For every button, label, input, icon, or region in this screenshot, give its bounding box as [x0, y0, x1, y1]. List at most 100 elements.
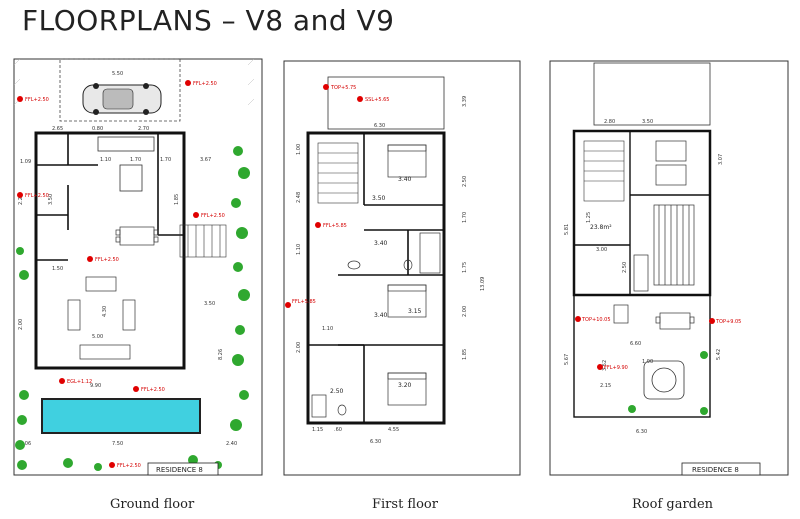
dim: 1.10 — [322, 326, 333, 332]
dim: 4.55 — [388, 427, 399, 433]
lounge-furniture — [633, 140, 695, 292]
level-label: FFL+5.85 — [323, 223, 347, 229]
dim: 6.30 — [374, 123, 385, 129]
dim: 2.00 — [18, 319, 24, 330]
dim: 2.15 — [600, 383, 611, 389]
dim: 2.00 — [462, 306, 468, 317]
level-label: FFL+2.50 — [25, 193, 49, 199]
dim: 3.40 — [374, 240, 388, 247]
level-label: FFL+2.50 — [201, 213, 225, 219]
dim: 4.30 — [102, 306, 108, 317]
dim: 3.50 — [372, 195, 386, 202]
bath-fixtures — [311, 232, 441, 418]
dim: 3.15 — [408, 308, 422, 315]
dining-table — [115, 226, 159, 246]
bed-icons — [387, 144, 427, 406]
stairs — [179, 224, 227, 258]
dim: 1.50 — [52, 266, 63, 272]
dim: 2.50 — [330, 388, 344, 395]
residence-label: RESIDENCE 8 — [692, 466, 739, 474]
stairs — [583, 140, 625, 202]
level-markers: TOP+10.05 TOP+9.05 FFL+9.90 — [575, 316, 741, 371]
level-markers: TOP+5.75 SSL+5.65 FFL+5.85 FFL+5.85 — [285, 84, 389, 308]
dim: 1.90 — [642, 359, 653, 365]
dim: 1.75 — [462, 262, 468, 273]
dim: 3.07 — [718, 154, 724, 165]
dim: 1.06 — [20, 441, 31, 447]
dim: 6.30 — [370, 439, 381, 445]
dim: 2.70 — [138, 126, 149, 132]
level-label: TOP+10.05 — [581, 317, 611, 323]
dim: 5.00 — [92, 334, 103, 340]
dim: 1.85 — [462, 349, 468, 360]
ground-floor-plan: 5.50 2.65 0.80 2.70 1.10 1.70 1.70 3.67 … — [13, 58, 263, 476]
dim: 7.50 — [112, 441, 123, 447]
caption-ground-floor: Ground floor — [110, 497, 195, 512]
level-markers: FFL+2.50 FFL+2.50 FFL+2.50 FFL+2.50 FFL+… — [17, 80, 225, 469]
dim: 2.48 — [296, 192, 302, 203]
dim: 2.50 — [462, 176, 468, 187]
dim: 8.26 — [218, 349, 224, 360]
dim: 3.50 — [204, 301, 215, 307]
dim: 9.90 — [90, 383, 101, 389]
dining-set — [613, 304, 695, 330]
dim: 3.40 — [398, 176, 412, 183]
tree-icons — [628, 351, 708, 415]
level-label: FFL+5.85 — [292, 299, 316, 305]
dim: 5.42 — [716, 349, 722, 360]
page-title: FLOORPLANS – V8 and V9 — [22, 4, 395, 37]
caption-roof-garden: Roof garden — [632, 497, 714, 512]
dim: 2.27 — [18, 194, 24, 205]
car-icon — [82, 83, 162, 115]
level-label: TOP+9.05 — [715, 319, 741, 325]
dim: 1.10 — [100, 157, 111, 163]
dim: 1.00 — [296, 144, 302, 155]
roof-area-label: 23.8m² — [590, 224, 612, 231]
level-label: FFL+2.50 — [141, 387, 165, 393]
dim: .60 — [334, 427, 342, 433]
dim: 6.30 — [636, 429, 647, 435]
dim: 1.70 — [462, 212, 468, 223]
level-label: FFL+2.50 — [25, 97, 49, 103]
dim: 5.67 — [564, 354, 570, 365]
dim: 5.81 — [564, 224, 570, 235]
level-label: EGL+1.12 — [67, 379, 92, 385]
dim: 1.25 — [586, 212, 592, 223]
dim: 2.50 — [622, 262, 628, 273]
dim: 3.39 — [462, 96, 468, 107]
dim: 1.70 — [130, 157, 141, 163]
dim: 2.80 — [604, 119, 615, 125]
dim: 3.40 — [374, 312, 388, 319]
jacuzzi — [643, 360, 685, 400]
dim: 2.65 — [52, 126, 63, 132]
roof-garden-plan: 2.80 3.50 23.8m² 3.00 2.50 1.25 3.07 5.8… — [549, 60, 789, 476]
dim: 2.00 — [296, 342, 302, 353]
living-furniture — [67, 276, 136, 360]
dim: 3.20 — [398, 382, 412, 389]
caption-first-floor: First floor — [372, 497, 438, 512]
level-label: FFL+9.90 — [604, 365, 628, 371]
level-label: SSL+5.65 — [365, 97, 389, 103]
level-label: FFL+2.50 — [95, 257, 119, 263]
dim: 0.80 — [92, 126, 103, 132]
dim: 3.00 — [596, 247, 607, 253]
pool — [41, 398, 201, 434]
stairs — [317, 142, 359, 204]
dim: 1.85 — [174, 194, 180, 205]
dim: 1.70 — [160, 157, 171, 163]
dim: 3.52 — [602, 360, 608, 371]
dim: 1.15 — [312, 427, 323, 433]
first-floor-plan: 6.30 3.40 3.50 3.40 3.40 3.15 3.20 2.50 … — [283, 60, 521, 476]
level-label: FFL+2.50 — [193, 81, 217, 87]
dim: 3.67 — [200, 157, 211, 163]
dim: 13.09 — [480, 277, 486, 291]
residence-label: RESIDENCE 8 — [156, 466, 203, 474]
dim: 6.60 — [630, 341, 641, 347]
tree-icons — [15, 146, 250, 471]
dim: 1.09 — [20, 159, 31, 165]
level-label: FFL+2.50 — [117, 463, 141, 469]
dim-carport: 5.50 — [112, 71, 123, 77]
dim: 3.50 — [48, 194, 54, 205]
level-label: TOP+5.75 — [330, 85, 356, 91]
dim: 1.10 — [296, 244, 302, 255]
